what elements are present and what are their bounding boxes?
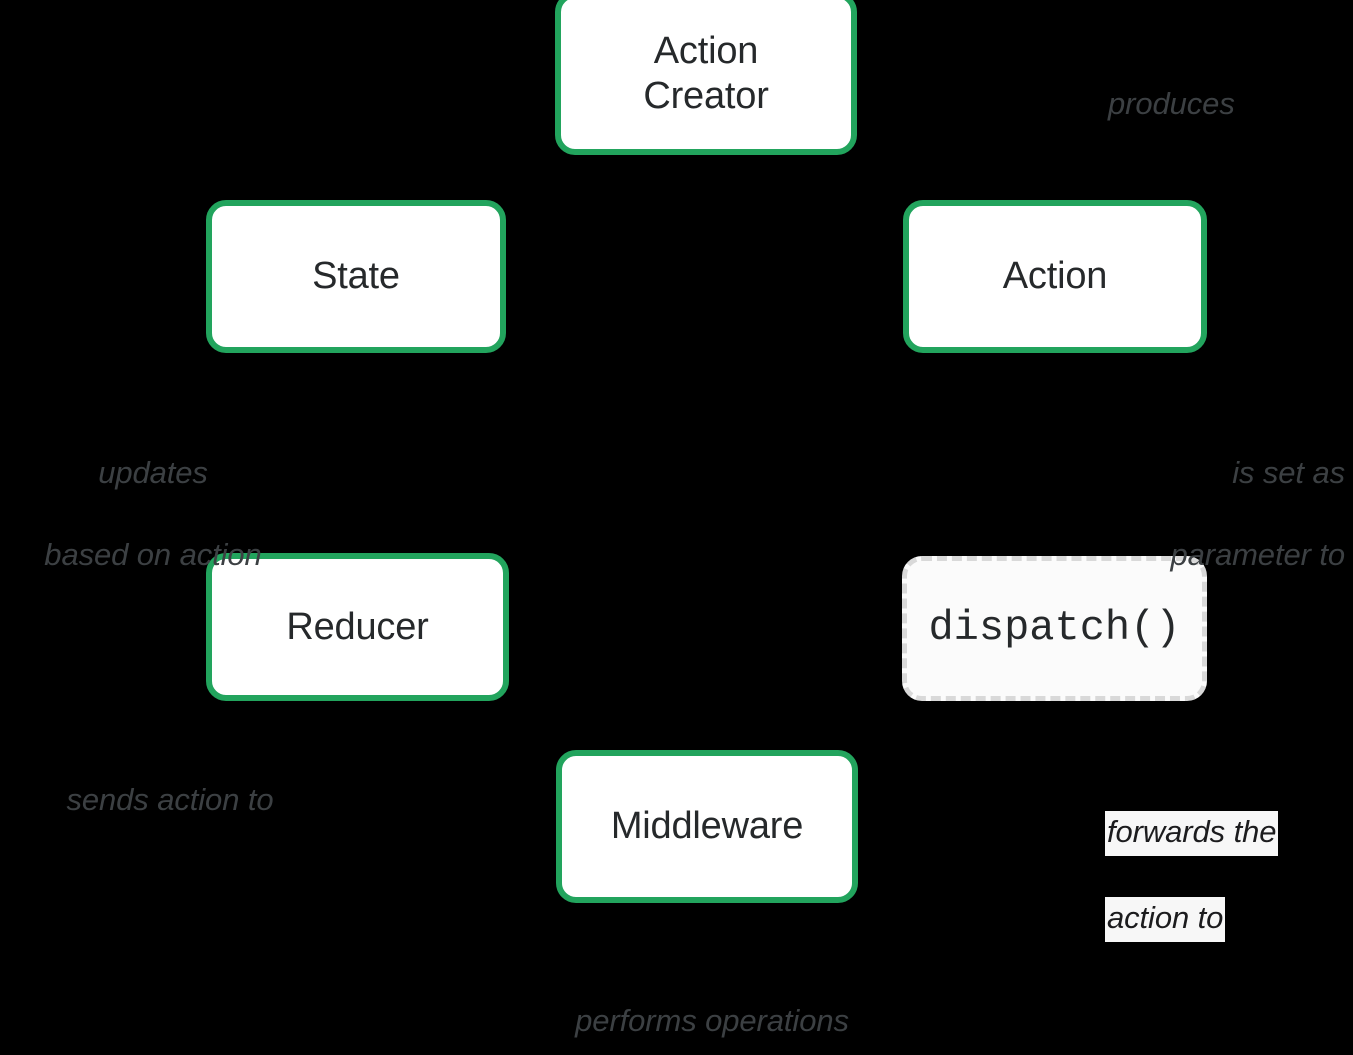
edge-label-is-set-as-parameter-to: is set as parameter to [1055, 412, 1345, 576]
node-action-label: Action [1002, 255, 1108, 298]
edge-label-performs-line1: performs operations [575, 1002, 849, 1038]
node-action[interactable]: Action [903, 200, 1207, 353]
edge-label-sends-action-to: sends action to [66, 782, 274, 817]
edge-label-produces: produces [1108, 86, 1235, 121]
edge-label-is-set-as-line2: parameter to [1170, 536, 1345, 572]
node-action-creator-label: Action Creator [643, 29, 769, 117]
node-action-creator[interactable]: Action Creator [555, 0, 857, 155]
node-middleware-label: Middleware [610, 805, 804, 848]
node-state[interactable]: State [206, 200, 506, 353]
node-reducer[interactable]: Reducer [206, 553, 509, 701]
node-middleware[interactable]: Middleware [556, 750, 858, 903]
node-state-label: State [312, 255, 400, 298]
edge-label-updates-line2: based on action [44, 536, 262, 572]
edge-label-performs-operations: performs operations such as async connec… [492, 960, 932, 1055]
edge-label-forwards-line1: forwards the [1105, 810, 1279, 856]
edge-label-updates-based-on-action: updates based on action [8, 412, 298, 576]
node-reducer-label: Reducer [286, 605, 429, 648]
node-dispatch[interactable]: dispatch() [902, 556, 1207, 701]
edge-label-updates-line1: updates [98, 454, 208, 490]
edge-label-is-set-as-line1: is set as [1232, 454, 1345, 490]
edge-label-forwards-line2: action to [1105, 896, 1226, 942]
node-dispatch-label: dispatch() [928, 603, 1181, 652]
edge-label-forwards-the-action-to: forwards the action to [1105, 770, 1345, 983]
